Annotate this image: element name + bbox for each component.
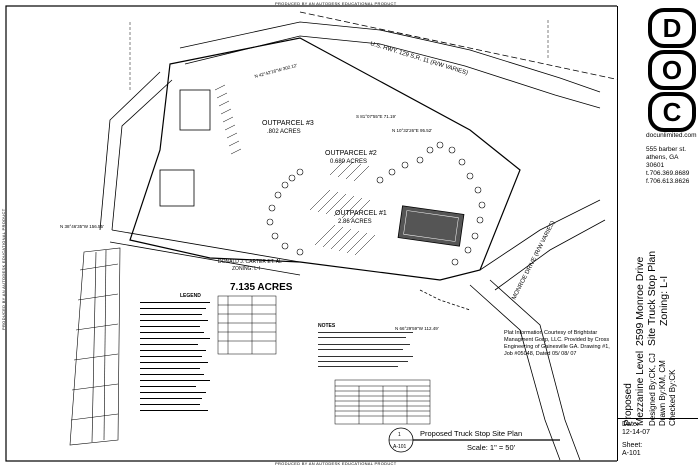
bearing-b2: S 81°07'55"E 71.19' (356, 114, 396, 119)
drawing-title: Proposed Truck Stop Site Plan (420, 429, 522, 438)
owner-zoning: ZONING: L-I (232, 266, 260, 272)
access-road (99, 71, 301, 276)
area-table (217, 295, 277, 355)
logo-letter-o: O (648, 50, 696, 90)
project-zoning: Zoning: L-I (658, 275, 670, 326)
address-2: athens, GA (646, 154, 679, 161)
designed-by: Designed By:CK, CJ (648, 353, 657, 426)
outparcel3-area: .802 ACRES (267, 129, 301, 135)
legend-list (140, 302, 210, 411)
total-area: 7.135 ACRES (230, 282, 293, 293)
parking-stalls-3 (214, 84, 242, 155)
notes-title: NOTES (318, 323, 336, 329)
outparcel1-area: 2.86 ACRES (338, 219, 372, 225)
monroe-label: MONROE DRIVE (R/W VARIES) (511, 220, 556, 301)
proposed-label: Proposed (623, 383, 634, 426)
sheet-value: A-101 (622, 450, 641, 457)
fax: f.706.613.8626 (646, 178, 690, 185)
drawing-title-marker (388, 427, 560, 453)
notes-text (318, 332, 413, 367)
edu-banner-bottom: PRODUCED BY AN AUTODESK EDUCATIONAL PROD… (275, 461, 397, 466)
plat-info: Plat Information Courtesy of Brightstar … (504, 330, 610, 357)
project-title: Site Truck Stop Plan (646, 250, 658, 346)
outparcel2-name: OUTPARCEL #2 (325, 150, 377, 157)
outparcel3-name: OUTPARCEL #3 (262, 120, 314, 127)
drawing-scale: Scale: 1" = 50' (467, 443, 516, 452)
drawn-by: Drawn By:KM, CM (658, 360, 667, 426)
date-value: 12-14-07 (622, 429, 651, 436)
bearing-b1: N 38°46'35"W 156.55' (60, 224, 104, 229)
zip: 30601 (646, 162, 665, 169)
building-3 (179, 89, 211, 131)
title-divider (618, 418, 698, 419)
bearing-b4: N 42°42'16"W 302.12' (254, 63, 298, 79)
legend-title: LEGEND (180, 293, 201, 299)
logo: D O C (648, 8, 696, 132)
drawing-number: 1 (398, 432, 401, 438)
logo-letter-c: C (648, 92, 696, 132)
coordinates-table (334, 379, 431, 425)
outparcel1-name: OUTPARCEL #1 (335, 210, 387, 217)
highway-road (179, 11, 617, 109)
lower-lot (69, 247, 121, 446)
mezzanine-label: Mezzanine Level (635, 350, 646, 426)
site-plan-drawing: U.S. HWY. 129 S.R. 11 (R/W VARIES) (5, 5, 617, 462)
sheet-label: Sheet: (622, 442, 643, 449)
project-address: 2599 Monroe Drive (634, 256, 646, 346)
parcel-boundary (129, 37, 521, 281)
building-existing (159, 169, 195, 207)
bearing-b3: N 10°32'26"E 95.52' (392, 128, 432, 133)
phone: t.706.369.8689 (646, 170, 690, 177)
website[interactable]: docunlimited.com (646, 132, 697, 139)
date-label: Date: (622, 421, 639, 428)
edu-banner-top: PRODUCED BY AN AUTODESK EDUCATIONAL PROD… (275, 1, 397, 6)
bearing-b5: N 66°29'59"W 112.49' (395, 326, 439, 331)
canopy (397, 205, 465, 247)
parking-stalls-1 (309, 159, 376, 256)
title-block: D O C docunlimited.com 555 barber st. at… (617, 6, 698, 461)
logo-letter-d: D (648, 8, 696, 48)
drawing-sheet-ref: A-101 (393, 444, 407, 450)
landscape-trees (266, 141, 486, 266)
outparcel2-area: 0.680 ACRES (330, 159, 367, 165)
address-1: 555 barber st. (646, 146, 687, 153)
owner-name: DONALD J. CARTER ET. AL (218, 259, 282, 265)
